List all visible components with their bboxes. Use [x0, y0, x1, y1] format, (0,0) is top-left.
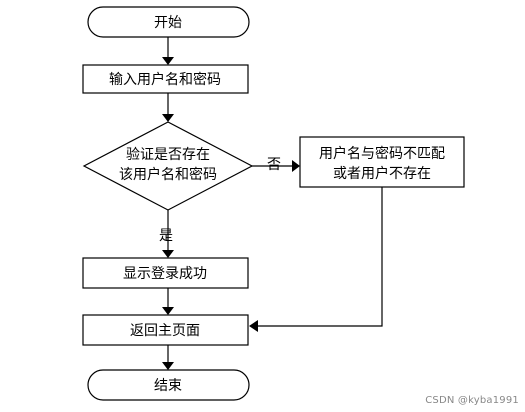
- verify-decision-label-line1: 验证是否存在: [126, 147, 210, 163]
- edge-input-to-decision: [162, 93, 174, 122]
- edge-start-to-input: [162, 37, 174, 65]
- start-label: 开始: [154, 15, 182, 31]
- edge-label-yes: 是: [159, 228, 173, 244]
- login-success-label: 显示登录成功: [123, 266, 207, 282]
- edge-label-no: 否: [267, 157, 281, 173]
- end-label: 结束: [154, 378, 182, 394]
- error-message-node: 用户名与密码不匹配 或者用户不存在: [299, 136, 465, 188]
- error-message-label-line1: 用户名与密码不匹配: [319, 145, 445, 162]
- edge-return-to-end: [162, 345, 174, 370]
- input-credentials-label: 输入用户名和密码: [109, 71, 221, 88]
- verify-decision-node: 验证是否存在 该用户名和密码: [82, 121, 254, 211]
- error-message-label-line2: 或者用户不存在: [333, 165, 431, 182]
- input-credentials-node: 输入用户名和密码: [82, 64, 249, 94]
- return-home-label: 返回主页面: [130, 323, 200, 339]
- end-node: 结束: [87, 369, 250, 401]
- verify-decision-label-line2: 该用户名和密码: [119, 166, 217, 183]
- edge-error-to-return: [249, 187, 383, 332]
- start-node: 开始: [87, 6, 250, 38]
- edge-success-to-return: [162, 288, 174, 315]
- watermark-text: CSDN @kyba1991: [425, 395, 519, 406]
- login-success-node: 显示登录成功: [82, 257, 249, 289]
- edge-decision-to-error: 否: [252, 157, 300, 173]
- return-home-node: 返回主页面: [82, 314, 249, 346]
- edge-decision-to-success: 是: [159, 210, 174, 258]
